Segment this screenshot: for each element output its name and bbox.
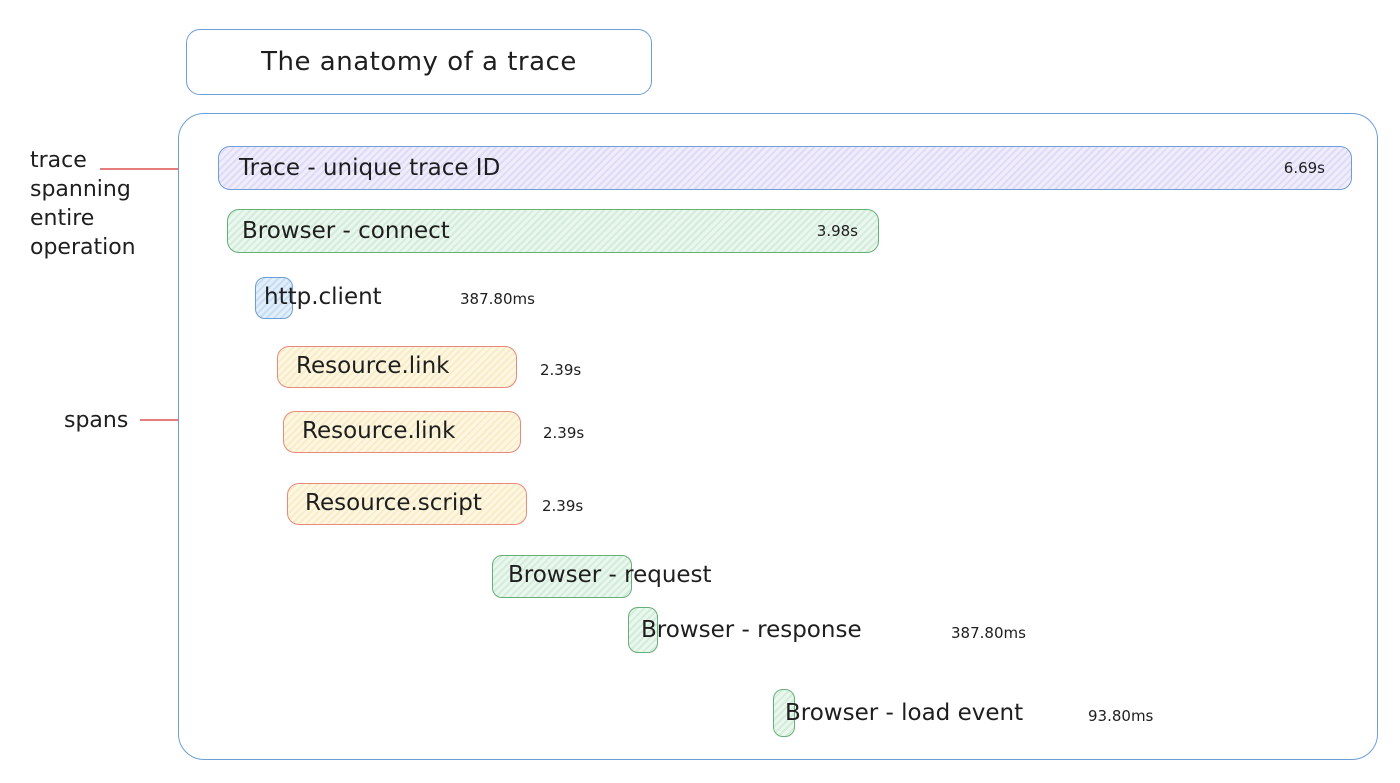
span-box-browser-load-event (773, 689, 795, 737)
span-box-browser-response (628, 607, 658, 653)
trace-bar-label: Trace - unique trace ID (239, 155, 501, 181)
trace-connector-line (100, 168, 210, 170)
span-duration-browser-load-event: 93.80ms (1088, 707, 1154, 725)
span-label-resource-script: Resource.script (305, 490, 482, 516)
span-label-browser-load-event: Browser - load event (785, 700, 1024, 726)
trace-duration: 6.69s (1283, 159, 1325, 177)
trace-annotation: trace spanning entire operation (30, 148, 136, 260)
span-label-resource-link-2: Resource.link (302, 418, 456, 444)
span-label-resource-link-1: Resource.link (296, 353, 450, 379)
span-box-browser-request (492, 555, 632, 598)
span-duration-resource-link-2: 2.39s (543, 424, 585, 442)
span-box-http-client (255, 277, 293, 319)
span-label-http-client: http.client (264, 284, 382, 310)
span-label-browser-request: Browser - request (508, 562, 712, 588)
span-duration-resource-link-1: 2.39s (540, 361, 582, 379)
title-box: The anatomy of a trace (186, 29, 652, 95)
span-duration-resource-script: 2.39s (542, 497, 584, 515)
trace-bar: Trace - unique trace ID 6.69s (218, 146, 1352, 190)
span-bar-browser-connect: Browser - connect 3.98s (227, 209, 879, 253)
span-label-browser-response: Browser - response (641, 617, 862, 643)
span-duration-http-client: 387.80ms (460, 290, 535, 308)
spans-annotation: spans (64, 408, 129, 433)
span-box-resource-script (287, 483, 527, 525)
span-duration-browser-response: 387.80ms (951, 624, 1026, 642)
span-label-browser-connect: Browser - connect (242, 218, 450, 244)
spans-connector-line (140, 419, 212, 421)
diagram-title: The anatomy of a trace (261, 47, 577, 77)
span-box-resource-link-1 (277, 346, 517, 388)
span-box-resource-link-2 (283, 411, 521, 453)
span-duration-browser-connect: 3.98s (816, 222, 858, 240)
